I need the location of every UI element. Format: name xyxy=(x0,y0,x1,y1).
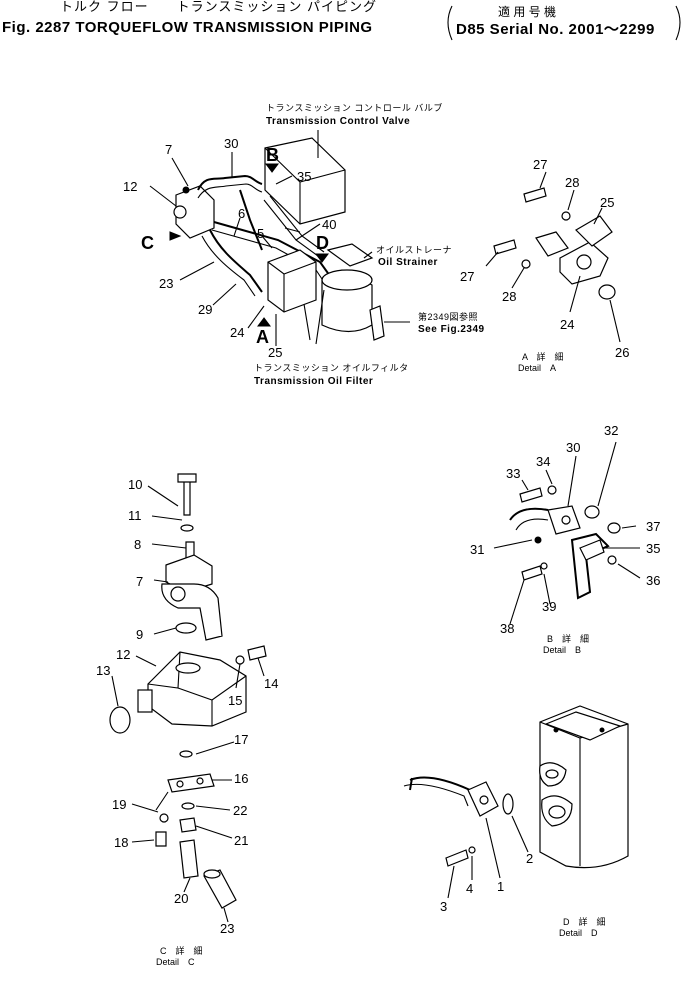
part-number: 16 xyxy=(234,771,249,786)
part-number: 23 xyxy=(220,921,235,936)
part-number: 38 xyxy=(500,621,515,636)
detail-c-caption-japanese: C 詳 細 xyxy=(160,946,203,956)
main-leaders xyxy=(149,152,373,346)
part-number: 24 xyxy=(230,325,245,340)
part-number: 7 xyxy=(136,574,144,589)
oil-strainer-label: Oil Strainer xyxy=(378,257,438,268)
part-number: 36 xyxy=(646,573,661,588)
part-number: 21 xyxy=(234,833,249,848)
view-letter-c: C xyxy=(141,233,154,253)
view-letter-d: D xyxy=(316,233,329,253)
detail-a-artwork xyxy=(485,171,621,343)
pump-block-shape xyxy=(173,185,215,239)
detail-d-caption: Detail D xyxy=(559,928,598,938)
part-number: 4 xyxy=(466,881,474,896)
part-number: 1 xyxy=(497,879,505,894)
part-number: 10 xyxy=(128,477,143,492)
part-number: 15 xyxy=(228,693,243,708)
detail-b-artwork xyxy=(493,441,641,625)
part-number: 11 xyxy=(128,508,142,523)
detail-c-caption: Detail C xyxy=(156,957,195,967)
part-number: 26 xyxy=(615,345,630,360)
part-number: 2 xyxy=(526,851,534,866)
part-number: 12 xyxy=(123,179,138,194)
view-letter-b: B xyxy=(266,145,279,165)
part-number: 40 xyxy=(322,217,337,232)
detail-d-caption-japanese: D 詳 細 xyxy=(563,917,606,927)
see-figure-label: See Fig.2349 xyxy=(418,324,485,335)
part-number: 6 xyxy=(238,206,246,221)
part-number: 33 xyxy=(506,466,521,481)
part-number: 31 xyxy=(470,542,485,557)
part-number: 28 xyxy=(502,289,517,304)
applicable-units-japanese: 適 用 号 機 xyxy=(498,5,557,19)
part-number: 25 xyxy=(268,345,283,360)
part-number: 19 xyxy=(112,797,127,812)
part-number: 37 xyxy=(646,519,661,534)
view-letter-a: A xyxy=(256,327,269,347)
part-number: 18 xyxy=(114,835,129,850)
part-number: 17 xyxy=(234,732,249,747)
part-number: 25 xyxy=(600,195,615,210)
detail-b-caption-japanese: B 詳 細 xyxy=(547,634,590,644)
part-number: 14 xyxy=(264,676,279,691)
part-number: 29 xyxy=(198,302,213,317)
part-number: 34 xyxy=(536,454,551,469)
part-number: 35 xyxy=(297,169,312,184)
part-number: 39 xyxy=(542,599,557,614)
part-number: 24 xyxy=(560,317,575,332)
title-japanese: トルク フロー トランスミッション パイピング xyxy=(60,0,377,14)
part-number: 32 xyxy=(604,423,619,438)
part-number: 30 xyxy=(566,440,581,455)
part-number: 30 xyxy=(224,136,239,151)
part-number: 5 xyxy=(257,226,265,241)
part-number: 20 xyxy=(174,891,189,906)
part-number: 7 xyxy=(165,142,173,157)
oil-strainer-shape xyxy=(321,243,374,333)
figure-title: Fig. 2287 TORQUEFLOW TRANSMISSION PIPING xyxy=(2,19,373,36)
control-valve-shape xyxy=(264,137,346,225)
detail-c-artwork xyxy=(109,473,267,923)
detail-a-caption-japanese: A 詳 細 xyxy=(522,352,564,362)
detail-d-artwork xyxy=(403,705,629,899)
see-figure-label-japanese: 第2349図参照 xyxy=(418,312,479,322)
part-number: 22 xyxy=(233,803,248,818)
control-valve-label: Transmission Control Valve xyxy=(266,116,411,127)
detail-b-caption: Detail B xyxy=(543,645,582,655)
part-number: 12 xyxy=(116,647,131,662)
part-number: 3 xyxy=(440,899,448,914)
oil-filter-label-japanese: トランスミッション オイルフィルタ xyxy=(254,363,409,373)
oil-filter-label: Transmission Oil Filter xyxy=(254,376,374,387)
part-number: 9 xyxy=(136,627,144,642)
detail-a-caption: Detail A xyxy=(518,363,557,373)
part-number: 35 xyxy=(646,541,661,556)
part-number: 23 xyxy=(159,276,174,291)
part-number: 8 xyxy=(134,537,142,552)
part-number: 27 xyxy=(460,269,475,284)
part-number: 13 xyxy=(96,663,111,678)
part-number: 28 xyxy=(565,175,580,190)
oil-filter-shape xyxy=(267,249,317,313)
serial-range: D85 Serial No. 2001～2299 xyxy=(456,21,655,38)
oil-strainer-label-japanese: オイルストレーナ xyxy=(376,245,453,255)
part-number: 27 xyxy=(533,157,548,172)
control-valve-label-japanese: トランスミッション コントロール バルブ xyxy=(266,103,443,113)
